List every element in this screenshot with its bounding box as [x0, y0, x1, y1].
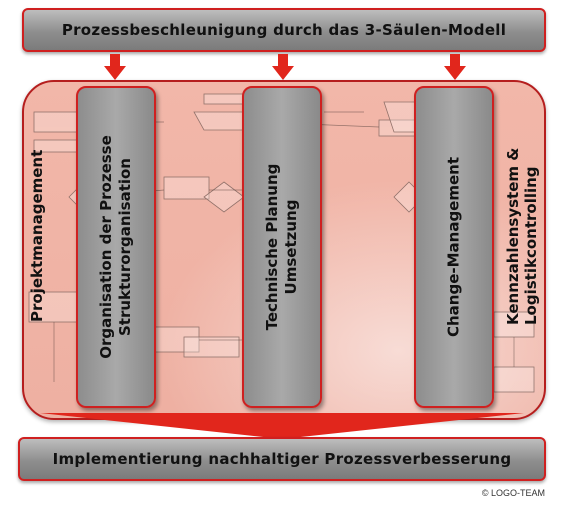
copyright-text: © LOGO-TEAM	[481, 488, 545, 498]
title-bar: Prozessbeschleunigung durch das 3-Säulen…	[22, 8, 546, 52]
result-text: Implementierung nachhaltiger Prozessverb…	[52, 450, 512, 468]
pillar-1-line-2: Strukturorganisation	[116, 158, 134, 337]
pillar-organization: Organisation der Prozesse Strukturorgani…	[76, 86, 156, 408]
down-arrow-icon	[104, 54, 126, 80]
pillar-1-line-1: Organisation der Prozesse	[97, 135, 115, 359]
title-text: Prozessbeschleunigung durch das 3-Säulen…	[61, 21, 507, 39]
pillar-change-management: Change-Management	[414, 86, 494, 408]
project-management-label: Projektmanagement	[28, 149, 46, 322]
down-arrow-icon	[272, 54, 294, 80]
kpi-line-2: Logistikcontrolling	[522, 166, 540, 325]
kpi-controlling-label: Kennzahlensystem & Logistikcontrolling	[504, 147, 540, 325]
result-bar: Implementierung nachhaltiger Prozessverb…	[18, 437, 546, 481]
pillar-2-line-1: Technische Planung	[263, 163, 281, 331]
pillar-2-line-2: Umsetzung	[282, 199, 300, 295]
funnel-arrow-icon	[40, 413, 524, 439]
down-arrow-icon	[444, 54, 466, 80]
pillar-technical-planning: Technische Planung Umsetzung	[242, 86, 322, 408]
pillar-3-line-1: Change-Management	[444, 156, 463, 338]
kpi-line-1: Kennzahlensystem &	[504, 147, 522, 325]
